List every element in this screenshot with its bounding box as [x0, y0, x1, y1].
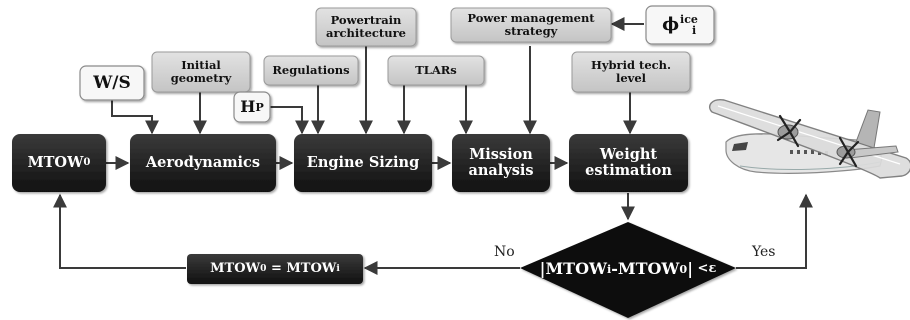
arrow-update-to-mtow0: [53, 193, 186, 269]
box-hybrid-tech: [571, 51, 691, 93]
engine-sizing-label: Engine Sizing: [306, 154, 420, 172]
process-boxes: [12, 134, 736, 318]
param-boxes: [79, 5, 715, 123]
box-hp: [233, 91, 271, 123]
arrow-yes-to-aircraft: [736, 193, 813, 269]
box-engine-sizing: [294, 134, 432, 192]
box-phi: [645, 5, 715, 45]
mission-analysis-label: Mission analysis: [468, 146, 534, 179]
tlars-label: TLARs: [415, 63, 457, 78]
branch-yes-label: Yes: [752, 244, 776, 260]
initial-geometry-label: Initial geometry: [170, 58, 232, 85]
box-initial-geometry: [151, 51, 251, 93]
box-power-management: [450, 7, 612, 43]
box-mtow0: [12, 134, 106, 192]
box-weight-estimation: [569, 134, 688, 192]
decision-diamond: [520, 222, 736, 318]
branch-no-label: No: [494, 244, 515, 260]
box-ws: [79, 65, 145, 101]
input-boxes: [151, 7, 691, 93]
box-powertrain: [315, 7, 417, 47]
arrow-ws-to-aero: [111, 100, 159, 135]
powertrain-label: Powertrain architecture: [326, 13, 406, 40]
box-aerodynamics: [130, 134, 276, 192]
arrow-hp-to-engine: [270, 106, 309, 135]
power-management-label: Power management strategy: [467, 11, 595, 38]
connectors: [53, 17, 813, 275]
turboprop-aircraft-icon: [708, 98, 910, 179]
box-mission-analysis: [452, 134, 550, 192]
weight-estimation-label: Weight estimation: [585, 146, 672, 179]
hybrid-tech-label: Hybrid tech. level: [590, 58, 672, 85]
box-update: [187, 254, 363, 284]
aerodynamics-label: Aerodynamics: [145, 154, 261, 172]
box-regulations: [263, 55, 359, 86]
box-tlars: [387, 55, 485, 86]
regulations-label: Regulations: [272, 63, 350, 78]
ws-label: W/S: [93, 72, 131, 93]
